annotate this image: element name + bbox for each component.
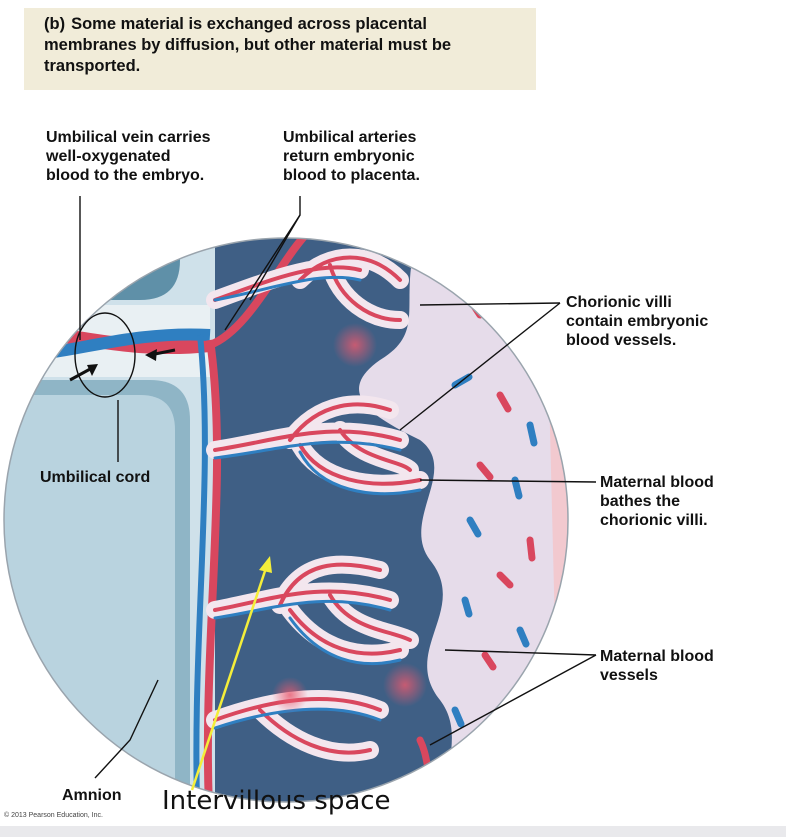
oxygen-glow bbox=[272, 677, 308, 713]
artery-trunk bbox=[203, 339, 222, 802]
label-umbilical-vein: Umbilical vein carries well-oxygenated b… bbox=[46, 129, 211, 184]
label-maternal-blood: Maternal blood bathes the chorionic vill… bbox=[600, 474, 714, 529]
vein-trunk bbox=[193, 334, 208, 802]
oxygen-glow bbox=[333, 323, 377, 367]
bottom-bar bbox=[0, 826, 786, 837]
intervillous-pointer-arrow bbox=[190, 567, 268, 791]
label-chorionic-villi: Chorionic villi contain embryonic blood … bbox=[566, 294, 709, 349]
label-amnion: Amnion bbox=[62, 787, 122, 804]
flow-arrow bbox=[69, 366, 93, 382]
flow-arrow-head bbox=[145, 349, 157, 361]
label-intervillous-space: Intervillous space bbox=[162, 786, 391, 816]
copyright-notice: © 2013 Pearson Education, Inc. bbox=[4, 812, 103, 819]
caption-text: (b)Some material is exchanged across pla… bbox=[44, 14, 514, 77]
caption-body: Some material is exchanged across placen… bbox=[44, 15, 452, 75]
artery-branch-top bbox=[208, 238, 313, 349]
chorionic-villi bbox=[206, 248, 429, 762]
label-maternal-blood-vessels: Maternal blood vessels bbox=[600, 648, 714, 684]
leader-lines bbox=[74, 196, 597, 779]
amnion-top bbox=[4, 240, 180, 300]
label-umbilical-cord: Umbilical cord bbox=[40, 469, 151, 486]
label-umbilical-arteries: Umbilical arteries return embryonic bloo… bbox=[283, 129, 420, 184]
flow-arrow-head bbox=[87, 364, 98, 376]
caption-box bbox=[24, 8, 536, 90]
amniotic-fluid bbox=[4, 395, 175, 802]
intervillous-pointer-head bbox=[259, 556, 272, 573]
caption-part-label: (b) bbox=[44, 15, 66, 33]
oxygen-glow bbox=[383, 663, 427, 707]
